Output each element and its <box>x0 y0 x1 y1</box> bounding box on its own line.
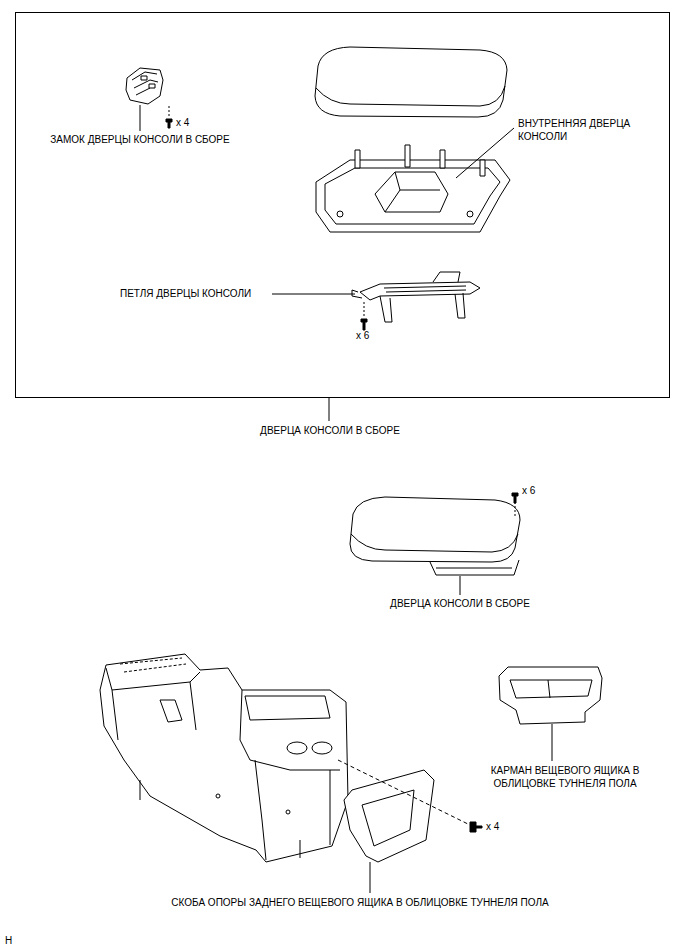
door-hinge <box>272 272 480 330</box>
armrest-pad <box>315 47 507 117</box>
assembly-name: ДВЕРЦА КОНСОЛИ В СБОРЕ <box>260 425 400 438</box>
quantity: x 6 <box>356 330 369 343</box>
part-name: КАРМАН ВЕЩЕВОГО ЯЩИКА В ОБЛИЦОВКЕ ТУННЕЛ… <box>479 765 651 790</box>
quantity: x 6 <box>522 485 535 498</box>
inner-door <box>316 128 514 232</box>
part-name: ДВЕРЦА КОНСОЛИ В СБОРЕ <box>390 598 530 611</box>
quantity: x 4 <box>486 821 499 834</box>
support-bracket <box>344 770 434 893</box>
part-name: ЗАМОК ДВЕРЦЫ КОНСОЛИ В СБОРЕ <box>50 134 229 147</box>
assembly-frame: ДВЕРЦА КОНСОЛИ В СБОРЕ <box>15 12 670 398</box>
door-assembly <box>350 493 520 595</box>
door-lock <box>126 68 172 131</box>
part-name: ВНУТРЕННЯЯ ДВЕРЦА КОНСОЛИ <box>518 118 648 143</box>
part-name: СКОБА ОПОРЫ ЗАДНЕГО ВЕЩЕВОГО ЯЩИКА В ОБЛ… <box>171 897 548 910</box>
figure-code: H <box>5 935 12 948</box>
quantity: x 4 <box>176 117 189 130</box>
console-body <box>100 654 348 862</box>
storage-pocket <box>499 667 602 761</box>
part-name: ПЕТЛЯ ДВЕРЦЫ КОНСОЛИ <box>120 288 251 301</box>
